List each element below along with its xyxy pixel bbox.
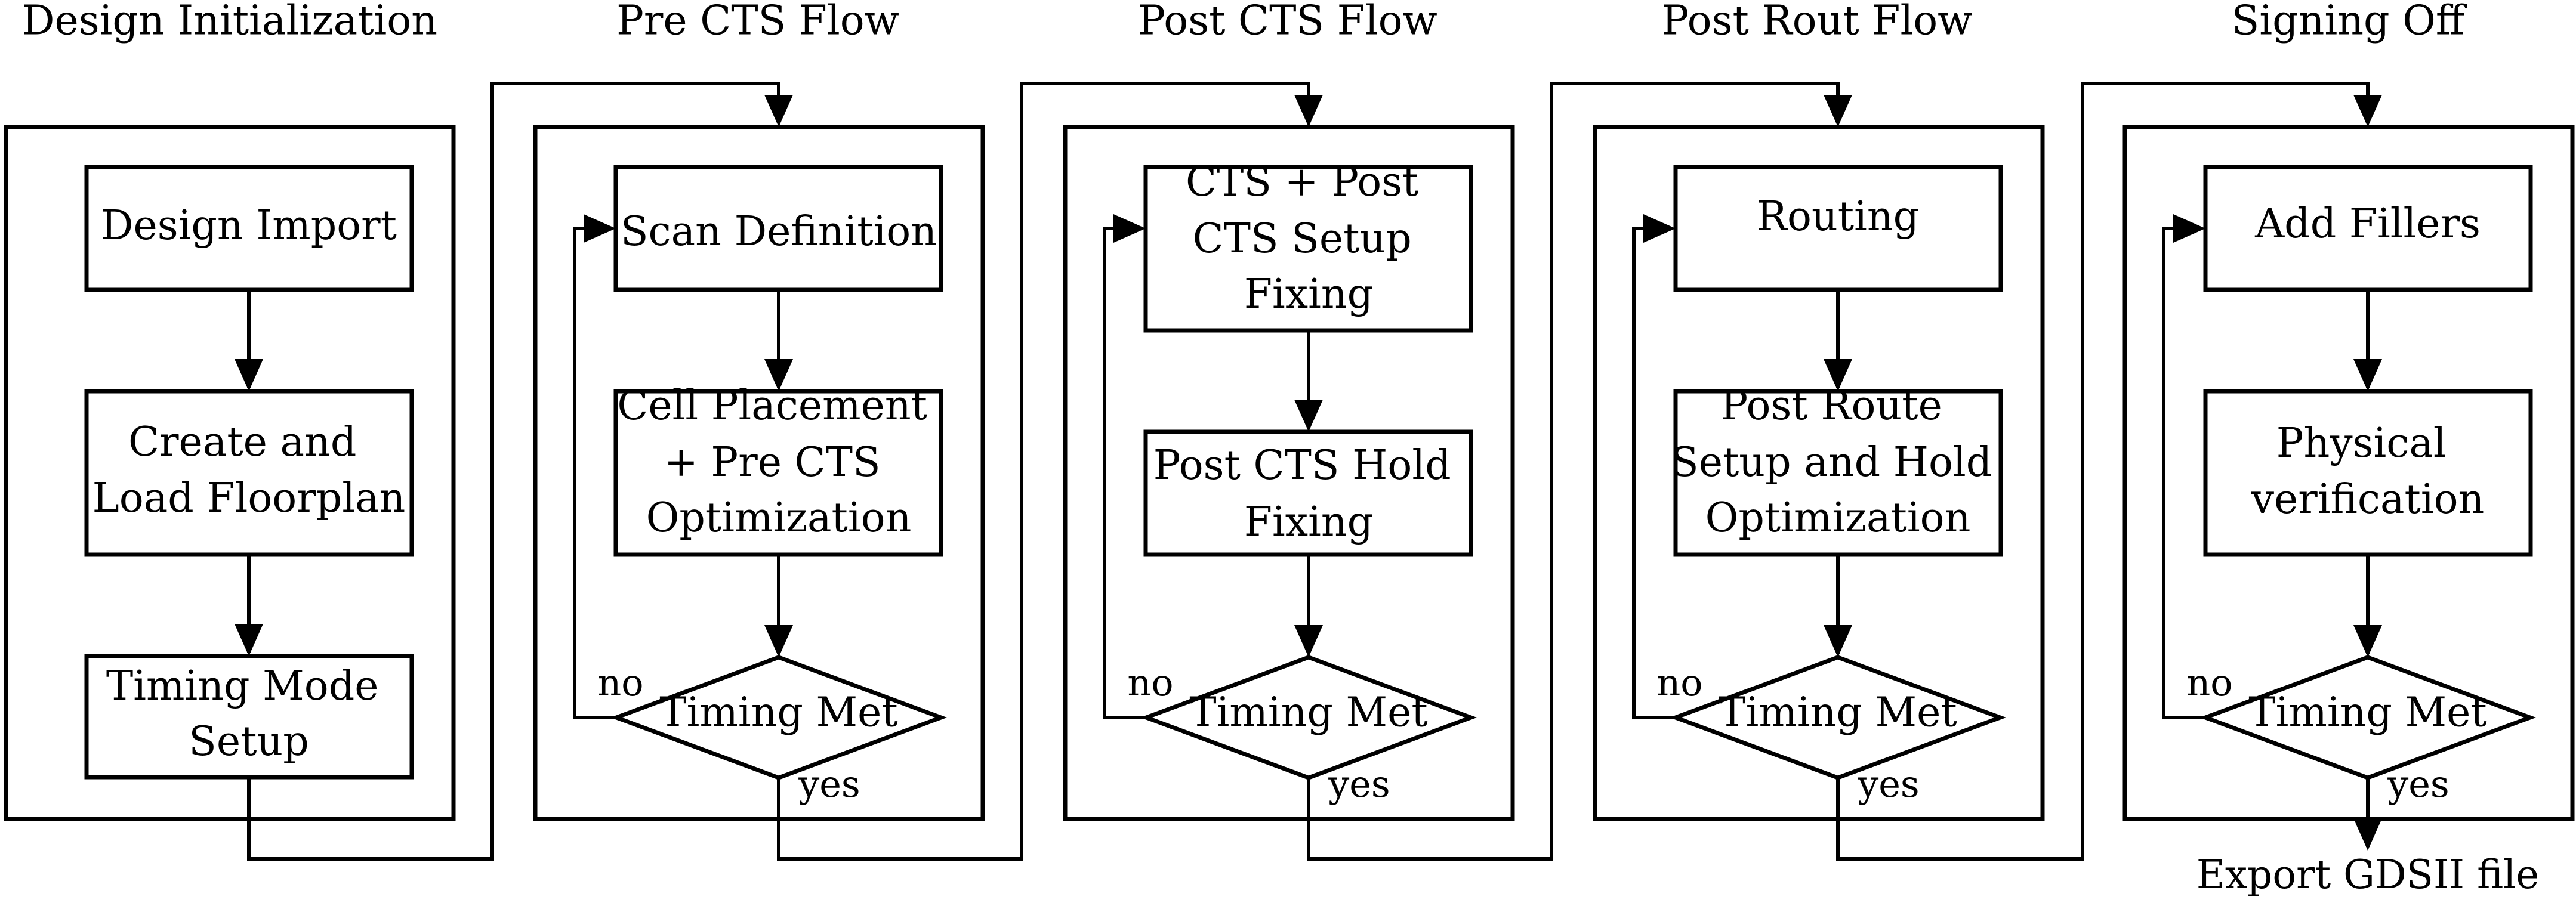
stage-frame-pre-cts-flow: [533, 125, 985, 821]
no-label-post-cts: no: [1127, 661, 1173, 704]
cell-placement-label: Cell Placement + Pre CTS Optimization: [617, 382, 940, 542]
create-load-floorplan-label: Create and Load Floorplan: [92, 419, 406, 522]
stage-frame-post-cts-flow: [1063, 125, 1515, 821]
cts-post-cts-setup-label: CTS + Post CTS Setup Fixing: [1186, 159, 1432, 318]
no-label-pre-cts: no: [597, 661, 643, 704]
connector-stage2-to-stage3: [777, 82, 1323, 861]
post-cts-hold-fixing-label: Post CTS Hold Fixing: [1153, 442, 1464, 546]
no-label-signing-off: no: [2186, 661, 2232, 704]
post-route-optimization-label: Post Route Setup and Hold Optimization: [1671, 382, 2005, 542]
design-import-label: Design Import: [101, 202, 397, 249]
stage-title-pre-cts-flow: Pre CTS Flow: [616, 0, 899, 45]
no-label-post-rout: no: [1656, 661, 1702, 704]
no-loop-pre-cts: [573, 214, 616, 719]
timing-met-label-post-cts: Timing Met: [1189, 689, 1427, 737]
timing-mode-setup-label: Timing Mode Setup: [106, 663, 391, 765]
no-loop-signing-off: [2162, 214, 2205, 719]
no-loop-post-cts: [1103, 214, 1146, 719]
stage-title-design-initialization: Design Initialization: [22, 0, 437, 45]
stage-title-post-rout-flow: Post Rout Flow: [1662, 0, 1973, 45]
timing-met-label-post-rout: Timing Met: [1719, 689, 1957, 737]
yes-label-post-rout: yes: [1857, 762, 1920, 806]
yes-label-pre-cts: yes: [798, 762, 860, 806]
stage-title-signing-off: Signing Off: [2232, 0, 2467, 45]
connector-stage4-to-stage5: [1836, 82, 2382, 861]
timing-met-label-pre-cts: Timing Met: [659, 689, 897, 737]
export-gdsii-label: Export GDSII file: [2196, 852, 2540, 898]
add-fillers-label: Add Fillers: [2254, 200, 2481, 248]
yes-label-post-cts: yes: [1328, 762, 1390, 806]
timing-met-label-signing-off: Timing Met: [2248, 689, 2486, 737]
scan-definition-label: Scan Definition: [621, 208, 937, 255]
yes-label-signing-off: yes: [2387, 762, 2449, 806]
connector-stage3-to-stage4: [1307, 82, 1852, 861]
routing-label: Routing: [1757, 193, 1919, 240]
physical-verification-label: Physical verification: [2251, 420, 2485, 523]
create-load-floorplan-box: [84, 389, 414, 557]
connector-stage1-to-stage2: [247, 82, 793, 861]
no-loop-post-rout: [1632, 214, 1676, 719]
stage-frame-design-initialization: [4, 125, 456, 821]
stage-frame-signing-off: [2122, 125, 2575, 821]
stage-title-post-cts-flow: Post CTS Flow: [1138, 0, 1437, 45]
stage-frame-post-rout-flow: [1593, 125, 2045, 821]
physical-verification-box: [2203, 389, 2533, 557]
